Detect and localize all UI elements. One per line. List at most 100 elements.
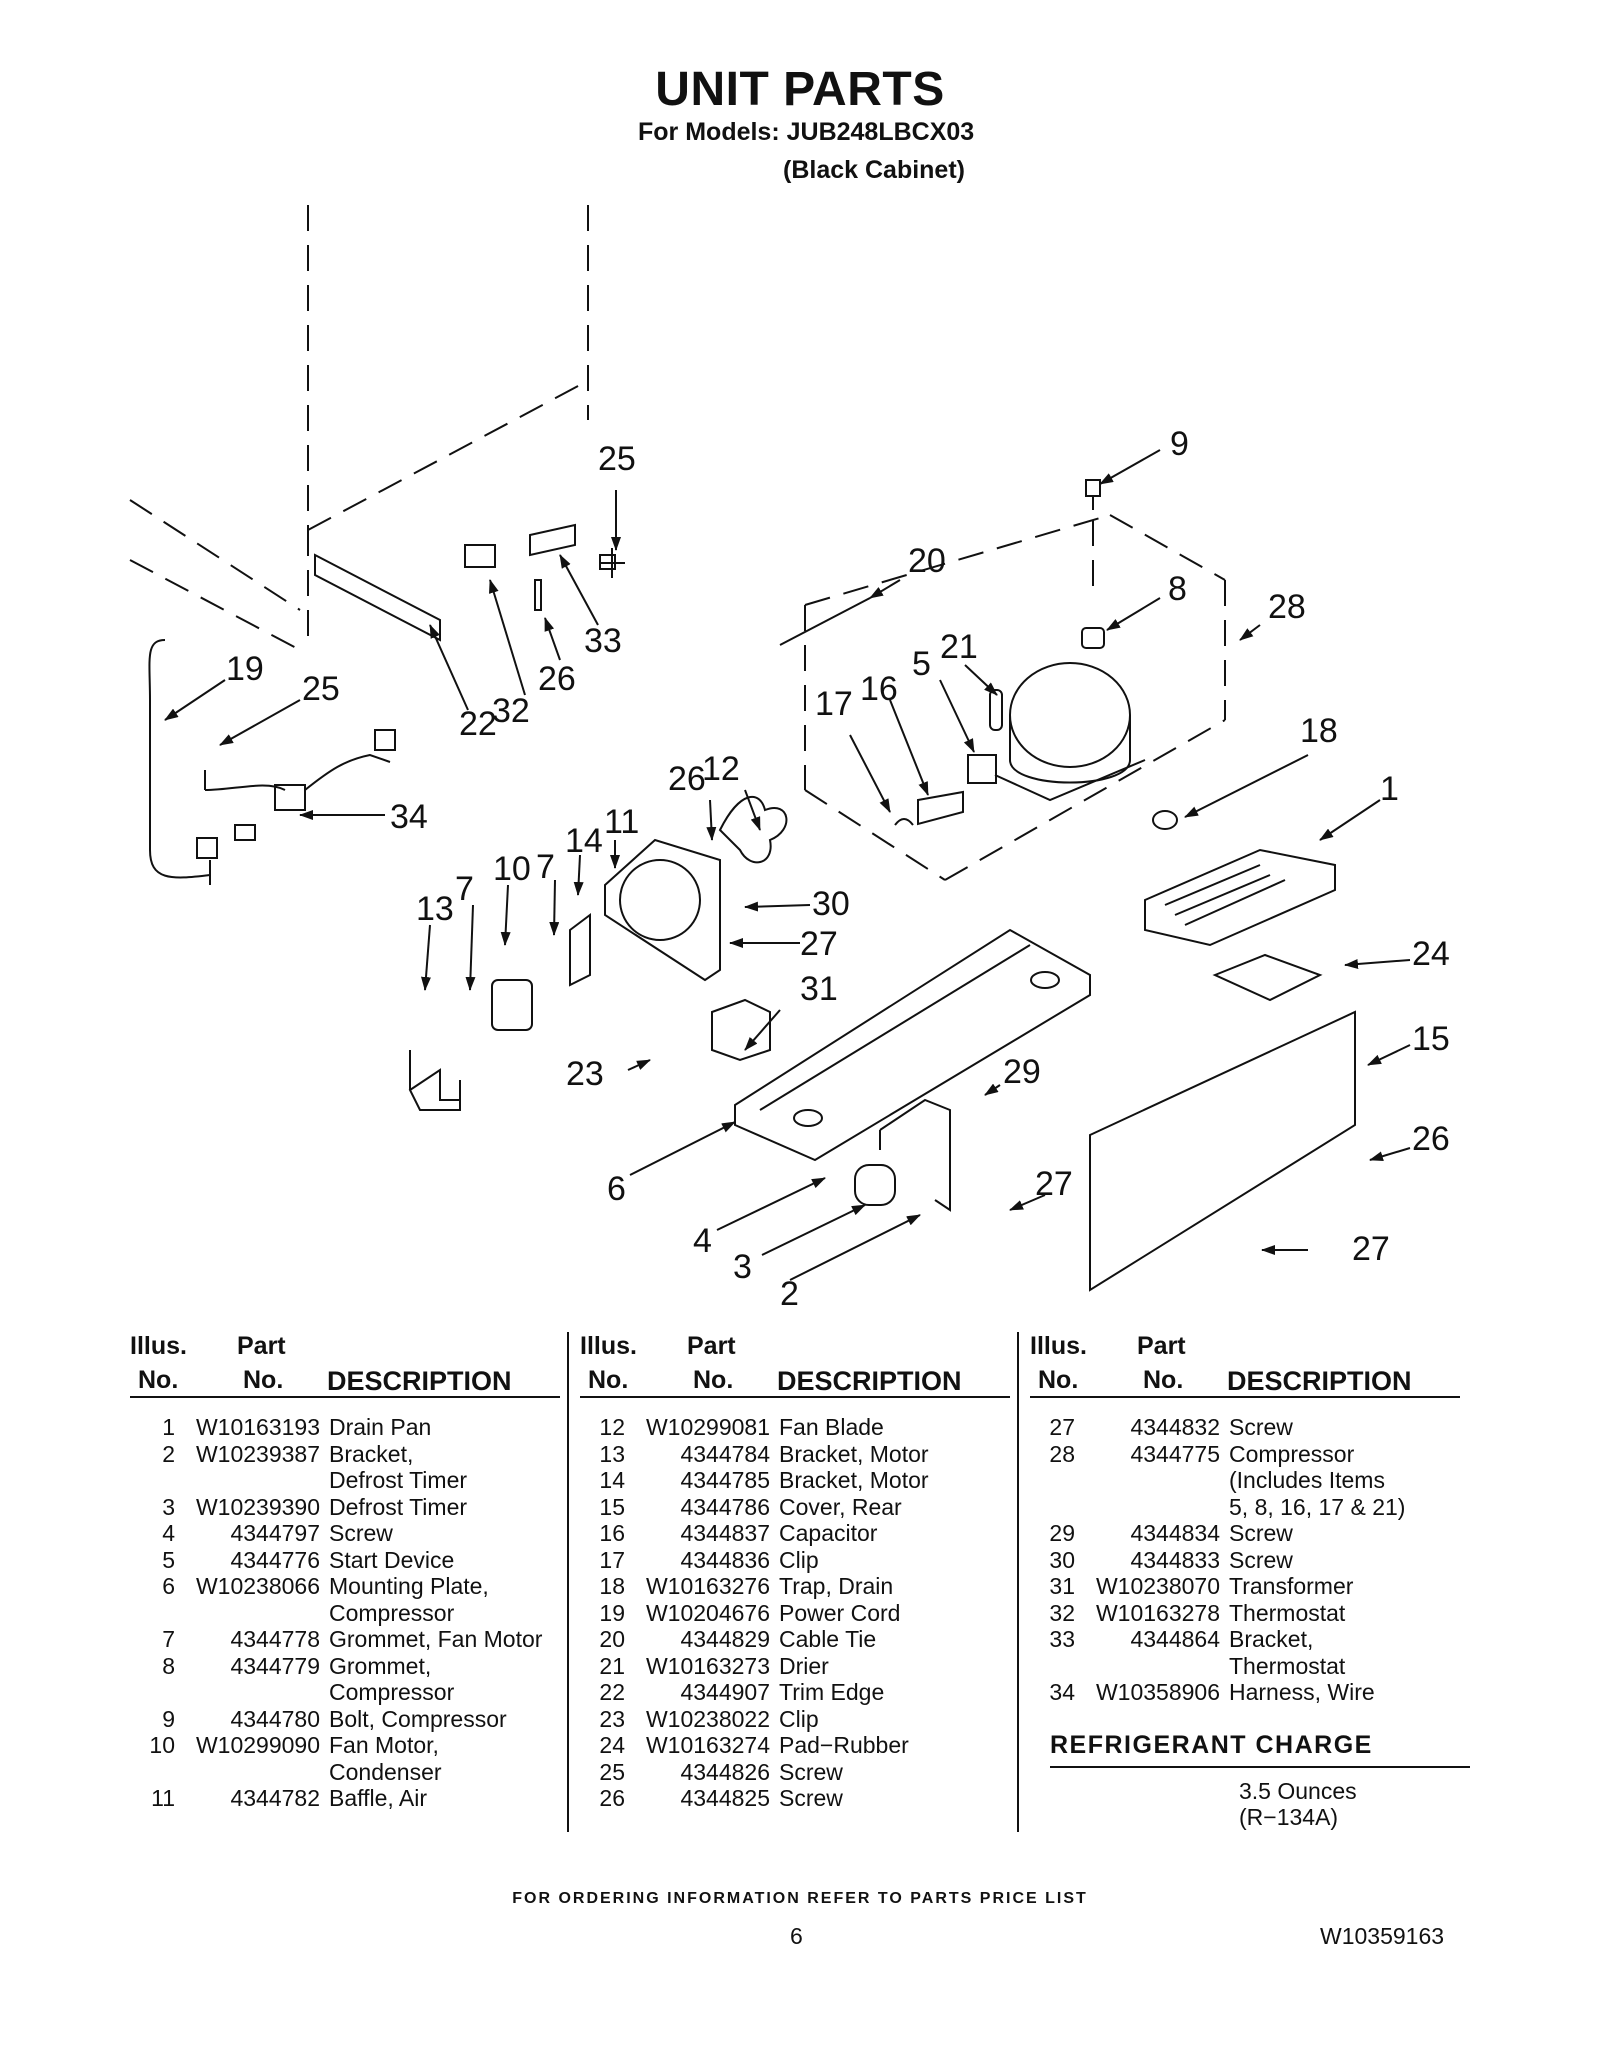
part-description: Compressor <box>1229 1440 1355 1467</box>
table-row: 18 W10163276 Trap, Drain <box>580 1573 1010 1600</box>
header-part-no: No. <box>693 1366 734 1394</box>
refrigerant-title: REFRIGERANT CHARGE <box>1050 1731 1470 1768</box>
table-row: 28 4344775 Compressor <box>1030 1441 1460 1468</box>
part-description: Screw <box>329 1520 393 1546</box>
callout-21: 21 <box>940 628 978 666</box>
illus-number: 18 <box>599 1573 625 1599</box>
table-row-continuation: Compressor <box>130 1679 560 1706</box>
part-description: Clip <box>779 1705 819 1732</box>
ordering-footer: FOR ORDERING INFORMATION REFER TO PARTS … <box>512 1890 1088 1907</box>
part-number: W10358906 <box>1095 1679 1220 1705</box>
part-number: 4344833 <box>1130 1546 1220 1573</box>
illus-number: 27 <box>1049 1414 1075 1440</box>
illus-number: 25 <box>599 1758 625 1785</box>
illus-number: 9 <box>162 1705 175 1732</box>
illus-number: 17 <box>599 1546 625 1573</box>
illus-number: 19 <box>599 1599 625 1626</box>
column-divider <box>567 1332 569 1832</box>
callout-16: 16 <box>860 670 898 708</box>
part-number: 4344837 <box>680 1520 770 1546</box>
callout-30: 30 <box>812 885 850 923</box>
table-row: 19 W10204676 Power Cord <box>580 1600 1010 1627</box>
illus-number: 4 <box>162 1520 175 1546</box>
part-description: Trap, Drain <box>779 1573 894 1599</box>
refrigerant-amount: 3.5 Ounces <box>1239 1778 1357 1804</box>
callout-7: 7 <box>536 848 555 886</box>
table-row-continuation: Condenser <box>130 1759 560 1786</box>
table-row-continuation: Thermostat <box>1030 1653 1460 1680</box>
part-description: 5, 8, 16, 17 & 21) <box>1229 1493 1406 1520</box>
callout-26: 26 <box>538 660 576 698</box>
callout-12: 12 <box>702 750 740 788</box>
callout-25: 25 <box>302 670 340 708</box>
part-number: W10204676 <box>645 1599 770 1626</box>
refrigerant-charge: REFRIGERANT CHARGE 3.5 Ounces (R−134A) <box>1050 1731 1470 1830</box>
cabinet-line: (Black Cabinet) <box>783 156 965 184</box>
callout-6: 6 <box>607 1170 626 1208</box>
part-number: 4344826 <box>680 1758 770 1785</box>
callout-5: 5 <box>912 645 931 683</box>
illus-number: 13 <box>599 1440 625 1467</box>
callout-19: 19 <box>226 650 264 688</box>
illus-number: 5 <box>162 1546 175 1573</box>
table-row-continuation: Compressor <box>130 1600 560 1627</box>
illus-number: 12 <box>599 1414 625 1440</box>
callout-31: 31 <box>800 970 838 1008</box>
illus-number: 26 <box>599 1785 625 1811</box>
part-description: Transformer <box>1229 1573 1354 1599</box>
part-description: Bracket, <box>1229 1626 1314 1652</box>
part-description: Start Device <box>329 1546 455 1573</box>
part-description: Bracket, <box>329 1440 414 1467</box>
part-description: Bracket, Motor <box>779 1467 929 1493</box>
page-title: UNIT PARTS <box>655 63 945 116</box>
part-description: Power Cord <box>779 1599 901 1626</box>
illus-number: 1 <box>162 1414 175 1440</box>
part-number: 4344779 <box>230 1652 320 1679</box>
callout-9: 9 <box>1170 425 1189 463</box>
part-number: 4344775 <box>1130 1440 1220 1467</box>
callout-27: 27 <box>1035 1165 1073 1203</box>
part-number: W10239387 <box>195 1440 320 1467</box>
part-description: Screw <box>1229 1546 1293 1573</box>
part-description: Compressor <box>329 1679 455 1705</box>
illus-number: 21 <box>599 1652 625 1679</box>
illus-number: 15 <box>599 1493 625 1520</box>
header-description: DESCRIPTION <box>777 1366 962 1396</box>
part-description: Drier <box>779 1652 829 1679</box>
part-description: Capacitor <box>779 1520 878 1546</box>
illus-number: 8 <box>162 1652 175 1679</box>
refrigerant-type: (R−134A) <box>1239 1804 1339 1830</box>
illus-number: 28 <box>1049 1440 1075 1467</box>
illus-number: 23 <box>599 1705 625 1732</box>
part-number: W10163276 <box>645 1573 770 1599</box>
illus-number: 22 <box>599 1679 625 1705</box>
part-number: W10163193 <box>195 1414 320 1440</box>
illus-number: 30 <box>1049 1546 1075 1573</box>
part-number: 4344784 <box>680 1440 770 1467</box>
header-illus: Illus. <box>1030 1332 1087 1360</box>
header-part-no: No. <box>243 1366 284 1394</box>
part-description: Screw <box>1229 1520 1293 1546</box>
callout-28: 28 <box>1268 588 1306 626</box>
part-description: Pad−Rubber <box>779 1732 909 1758</box>
part-number: 4344829 <box>680 1626 770 1652</box>
callout-27: 27 <box>1352 1230 1390 1268</box>
header-part: Part <box>237 1332 286 1360</box>
callout-22: 22 <box>459 705 497 743</box>
models-line: For Models: JUB248LBCX03 <box>638 118 975 146</box>
part-description: Fan Motor, <box>329 1732 439 1758</box>
